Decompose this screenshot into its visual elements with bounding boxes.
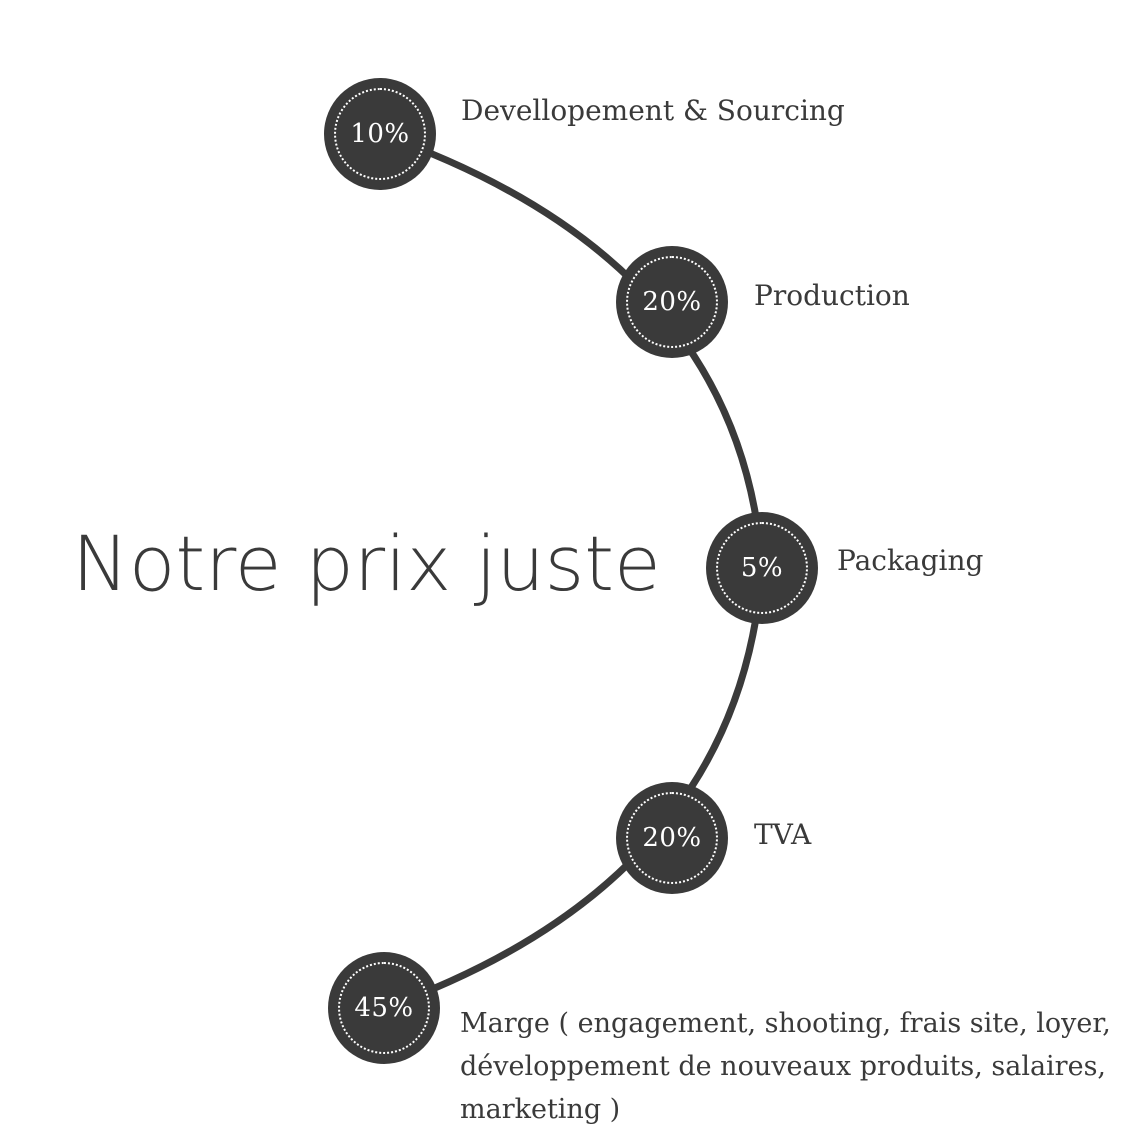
step-percent: 20%	[642, 823, 702, 853]
step-percent: 20%	[642, 287, 702, 317]
page-title: Notre prix juste	[72, 519, 661, 608]
dotted-ring	[334, 88, 426, 180]
step-node-development: 10%	[324, 78, 436, 190]
step-percent: 10%	[350, 119, 410, 149]
dotted-ring	[716, 522, 808, 614]
step-node-marge: 45%	[328, 952, 440, 1064]
step-node-production: 20%	[616, 246, 728, 358]
step-label-development: Devellopement & Sourcing	[461, 94, 845, 127]
dotted-ring	[626, 256, 718, 348]
step-label-packaging: Packaging	[837, 544, 984, 577]
step-label-tva: TVA	[754, 818, 812, 851]
step-node-packaging: 5%	[706, 512, 818, 624]
dotted-ring	[626, 792, 718, 884]
step-node-tva: 20%	[616, 782, 728, 894]
step-percent: 5%	[740, 553, 784, 583]
step-label-marge: Marge ( engagement, shooting, frais site…	[460, 1008, 1111, 1125]
dotted-ring	[338, 962, 430, 1054]
step-label-production: Production	[754, 279, 910, 312]
step-percent: 45%	[354, 993, 414, 1023]
